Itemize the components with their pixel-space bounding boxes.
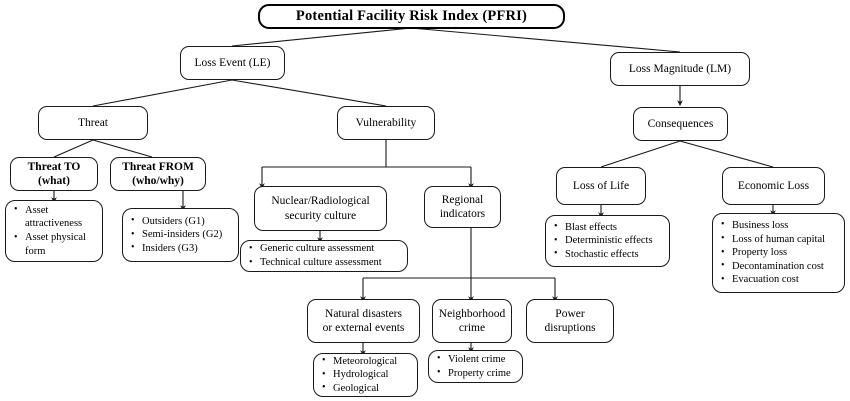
node-loss-event-label: Loss Event (LE) <box>194 56 271 69</box>
node-root-label: Potential Facility Risk Index (PFRI) <box>295 7 528 24</box>
node-threat-label: Threat <box>77 116 108 129</box>
node-economic-loss: Economic Loss <box>722 167 825 205</box>
node-threat-from: Threat FROM (who/why) <box>110 157 206 191</box>
list-item: Violent crime <box>435 352 518 367</box>
list-natural-disaster-items: Meteorological Hydrological Geological <box>313 353 418 397</box>
threat-to-bullet-list: Asset attractiveness Asset physical form <box>6 203 102 259</box>
node-regional-indicators: Regional indicators <box>424 186 501 228</box>
node-loss-of-life-label: Loss of Life <box>572 179 630 192</box>
list-loss-of-life-items: Blast effects Deterministic effects Stoc… <box>545 215 670 267</box>
list-item: Stochastic effects <box>552 247 665 262</box>
natural-bullet-list: Meteorological Hydrological Geological <box>314 354 417 396</box>
node-nuclear-line2: security culture <box>284 209 357 222</box>
node-loss-of-life: Loss of Life <box>556 167 646 205</box>
economic-loss-bullet-list: Business loss Loss of human capital Prop… <box>713 218 844 287</box>
list-item: Generic culture assessment <box>247 242 403 256</box>
node-threat-to-line1: Threat TO <box>27 160 81 173</box>
node-power-line2: disruptions <box>544 322 596 334</box>
node-regional-line2: indicators <box>439 208 486 220</box>
list-item: Property loss <box>719 246 840 260</box>
node-vulnerability-label: Vulnerability <box>355 116 417 129</box>
list-item: Insiders (G3) <box>129 241 234 256</box>
node-consequences-label: Consequences <box>647 117 714 130</box>
list-item: Deterministic effects <box>552 234 665 248</box>
list-culture-assessment-items: Generic culture assessment Technical cul… <box>240 240 408 272</box>
node-power-line1: Power <box>555 307 585 320</box>
list-economic-loss-items: Business loss Loss of human capital Prop… <box>712 213 845 293</box>
node-threat-from-line1: Threat FROM <box>122 160 194 173</box>
list-item: Asset attractiveness <box>12 203 98 231</box>
node-loss-magnitude: Loss Magnitude (LM) <box>610 52 750 86</box>
list-item: Decontamination cost <box>719 259 840 274</box>
node-loss-event: Loss Event (LE) <box>180 46 285 80</box>
list-item: Blast effects <box>552 220 665 235</box>
list-item: Evacuation cost <box>719 273 840 287</box>
list-item: Loss of human capital <box>719 232 840 247</box>
list-item: Semi-insiders (G2) <box>129 228 234 242</box>
list-item: Outsiders (G1) <box>129 214 234 229</box>
node-neighborhood-line2: crime <box>458 322 486 334</box>
node-vulnerability: Vulnerability <box>337 106 435 140</box>
list-neighborhood-crime-items: Violent crime Property crime <box>428 350 523 383</box>
node-nuclear-security-culture: Nuclear/Radiological security culture <box>254 186 387 231</box>
loss-of-life-bullet-list: Blast effects Deterministic effects Stoc… <box>546 220 669 262</box>
node-threat-to: Threat TO (what) <box>10 157 98 191</box>
node-loss-magnitude-label: Loss Magnitude (LM) <box>628 62 732 75</box>
node-natural-disasters: Natural disasters or external events <box>307 299 420 343</box>
node-threat-from-line2: (who/why) <box>132 175 184 187</box>
node-threat-to-line2: (what) <box>38 175 70 187</box>
node-natural-line2: or external events <box>322 322 405 334</box>
list-item: Business loss <box>719 218 840 233</box>
node-economic-loss-label: Economic Loss <box>737 179 810 192</box>
node-power-disruptions: Power disruptions <box>526 299 614 343</box>
node-consequences: Consequences <box>633 107 728 141</box>
list-item: Hydrological <box>320 368 413 382</box>
threat-from-bullet-list: Outsiders (G1) Semi-insiders (G2) Inside… <box>123 214 238 256</box>
list-threat-from-items: Outsiders (G1) Semi-insiders (G2) Inside… <box>122 208 239 262</box>
node-natural-line1: Natural disasters <box>325 307 402 320</box>
list-item: Meteorological <box>320 354 413 369</box>
list-item: Geological <box>320 381 413 396</box>
node-neighborhood-line1: Neighborhood <box>438 307 506 320</box>
culture-bullet-list: Generic culture assessment Technical cul… <box>241 242 407 269</box>
node-regional-line1: Regional <box>441 193 484 206</box>
list-threat-to-items: Asset attractiveness Asset physical form <box>5 200 103 262</box>
node-neighborhood-crime: Neighborhood crime <box>432 299 512 343</box>
list-item: Asset physical form <box>12 230 98 258</box>
node-root-pfri: Potential Facility Risk Index (PFRI) <box>258 4 565 29</box>
neighborhood-bullet-list: Violent crime Property crime <box>429 352 522 381</box>
list-item: Property crime <box>435 366 518 381</box>
node-nuclear-line1: Nuclear/Radiological <box>271 195 370 208</box>
list-item: Technical culture assessment <box>247 256 403 270</box>
node-threat: Threat <box>38 106 148 140</box>
